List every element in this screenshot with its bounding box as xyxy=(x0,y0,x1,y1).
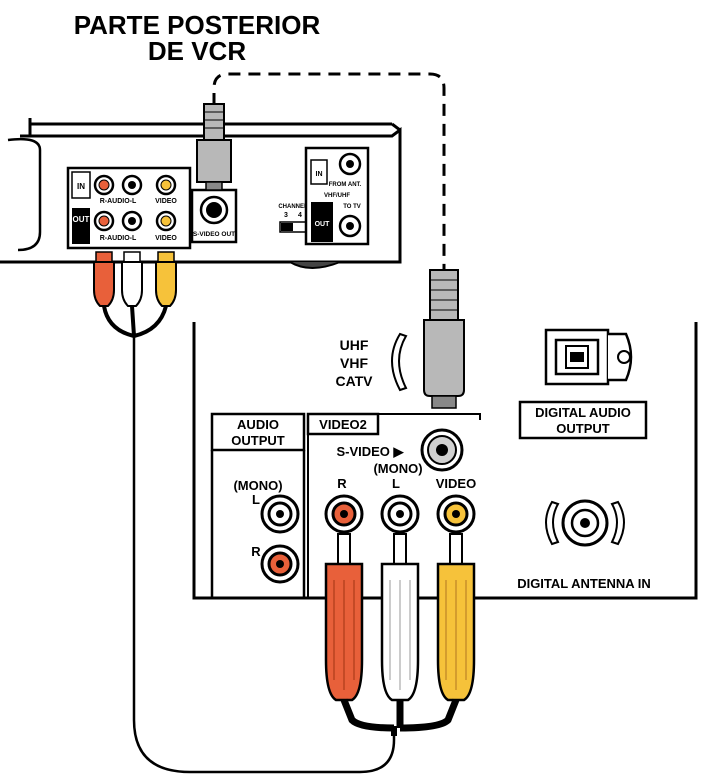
tv-uhf-label: UHF xyxy=(340,337,369,353)
tv-video2-label: VIDEO2 xyxy=(319,417,367,432)
tv-rca-plug-yellow xyxy=(436,533,476,702)
tv-merging-cables xyxy=(340,698,460,732)
tv-svideo-label: S-VIDEO ▶ xyxy=(336,444,404,459)
tv-audio-out-r-jack xyxy=(260,544,300,584)
vcr-rf-panel: IN FROM ANT. VHF/UHF OUT TO TV xyxy=(304,146,370,246)
tv-audio-r-label: R xyxy=(251,544,261,559)
vcr-rf-from-ant-label: FROM ANT. xyxy=(329,182,362,188)
vcr-rf-in-label: IN xyxy=(316,171,323,178)
vcr-channel-switch: CHANNEL 3 4 xyxy=(278,204,308,233)
tv-mono-label: (MONO) xyxy=(373,461,422,476)
tv-audio-output-line2: OUTPUT xyxy=(231,433,285,448)
vcr-rf-to-tv-label: TO TV xyxy=(343,204,361,210)
tv-digital-antenna-in: DIGITAL ANTENNA IN xyxy=(517,499,651,591)
vcr-av-jack-panel: IN OUT R-AUDIO-L VIDEO R-AUDIO-L VIDEO xyxy=(66,166,192,250)
tv-audio-l-label: L xyxy=(252,492,260,507)
av-cable-loop xyxy=(132,336,396,774)
tv-catv-label: CATV xyxy=(335,373,373,389)
tv-digital-audio-line2: OUTPUT xyxy=(556,421,610,436)
tv-video2-r-jack xyxy=(324,494,364,534)
vcr-svideo-plug xyxy=(196,103,232,191)
tv-left-label: L xyxy=(392,476,400,491)
vcr-channel-label: CHANNEL xyxy=(278,204,308,210)
tv-video2-l-jack xyxy=(380,494,420,534)
vcr-rf-vhf-uhf-label: VHF/UHF xyxy=(324,193,350,199)
tv-audio-out-l-jack xyxy=(260,494,300,534)
tv-video2-video-jack xyxy=(436,494,476,534)
tv-right-label: R xyxy=(337,476,347,491)
title-line-2: DE VCR xyxy=(148,36,246,66)
tv-digital-audio-line1: DIGITAL AUDIO xyxy=(535,405,631,420)
vcr-rca-plugs xyxy=(93,251,177,338)
vcr-svideo-out-label: S-VIDEO OUT xyxy=(193,231,235,238)
tv-video-label: VIDEO xyxy=(436,476,476,491)
tv-svideo-jack xyxy=(420,428,464,472)
vcr-video-out-label: VIDEO xyxy=(155,235,177,242)
title-line-1: PARTE POSTERIOR xyxy=(74,10,321,40)
tv-audio-output-box: AUDIO OUTPUT xyxy=(210,412,306,598)
tv-digital-audio-output: DIGITAL AUDIO OUTPUT xyxy=(518,328,648,440)
tv-vhf-label: VHF xyxy=(340,355,368,371)
vcr-channel-4: 4 xyxy=(298,212,302,219)
vcr-rf-out-label: OUT xyxy=(315,221,331,228)
tv-video2-box: VIDEO2 xyxy=(306,412,481,598)
vcr-audio-in-label: R-AUDIO-L xyxy=(100,198,137,205)
vcr-video-in-label: VIDEO xyxy=(155,198,177,205)
tv-rca-plug-white xyxy=(380,533,420,702)
vcr-in-label: IN xyxy=(77,182,85,191)
tv-audio-output-line1: AUDIO xyxy=(237,417,279,432)
tv-rca-plug-red xyxy=(324,533,364,702)
tv-audio-mono-label: (MONO) xyxy=(233,478,282,493)
svideo-dashed-cable xyxy=(212,72,446,270)
tv-antenna-bracket xyxy=(391,332,408,392)
vcr-out-label: OUT xyxy=(73,215,90,224)
tv-svideo-plug xyxy=(423,269,465,409)
vcr-svideo-out: S-VIDEO OUT xyxy=(190,188,238,244)
vcr-audio-out-label: R-AUDIO-L xyxy=(100,235,137,242)
vcr-channel-3: 3 xyxy=(284,212,288,219)
tv-digital-antenna-label: DIGITAL ANTENNA IN xyxy=(517,576,651,591)
